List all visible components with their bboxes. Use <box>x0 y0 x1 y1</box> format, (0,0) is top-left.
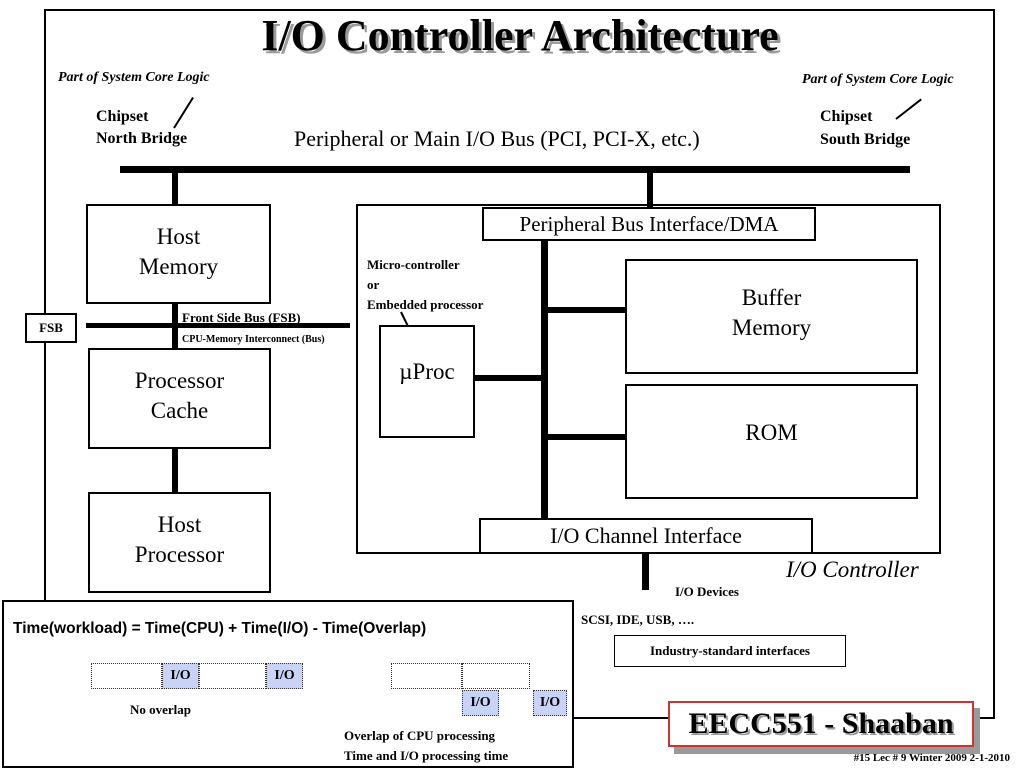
fsb-box: FSB <box>25 313 77 343</box>
north-chipset-label: Chipset <box>96 108 149 125</box>
south-bridge-label: South Bridge <box>820 131 911 148</box>
north-core-logic-label: Part of System Core Logic <box>58 70 210 85</box>
host-memory-line2: Memory <box>138 254 219 279</box>
host-processor-box: Host Processor <box>88 492 271 593</box>
micro-line3: Embedded processor <box>367 297 484 312</box>
no-overlap-cpu-segment-1 <box>91 663 162 689</box>
io-devices-link <box>642 554 649 590</box>
io-devices-label: I/O Devices <box>675 584 739 599</box>
page-title: I/O Controller Architecture <box>261 11 779 60</box>
micro-line2: or <box>367 277 380 292</box>
course-brand: EECC551 - Shaaban <box>668 701 974 747</box>
overlap-cpu-segment-2 <box>462 663 530 689</box>
north-bridge-label: North Bridge <box>96 130 188 147</box>
fsb-label: Front Side Bus (FSB) <box>182 310 301 325</box>
bus-to-controller <box>647 170 653 208</box>
buffer-line2: Memory <box>731 315 812 340</box>
host-processor-line2: Processor <box>134 542 225 567</box>
cache-to-processor-link <box>172 449 178 493</box>
uproc-box: µProc <box>379 325 475 438</box>
micro-controller-label: Micro-controller or Embedded processor <box>367 255 483 315</box>
overlap-line1: Overlap of CPU processing <box>344 728 496 743</box>
buffer-memory-box: Buffer Memory <box>625 259 918 374</box>
overlap-io-segment-1: I/O <box>462 690 499 716</box>
micro-line1: Micro-controller <box>367 257 460 272</box>
host-memory-line1: Host <box>156 224 201 249</box>
bus-to-buffer <box>545 307 626 313</box>
processor-cache-box: Processor Cache <box>88 348 271 449</box>
bus-to-uproc <box>475 375 545 381</box>
bus-to-host-memory <box>172 170 178 204</box>
fsb-sub-label: CPU-Memory Interconnect (Bus) <box>182 334 325 345</box>
overlap-io-segment-2: I/O <box>533 690 567 716</box>
front-side-bus <box>86 323 350 328</box>
no-overlap-label: No overlap <box>130 702 192 717</box>
rom-box: ROM <box>625 384 918 499</box>
south-core-logic-label: Part of System Core Logic <box>802 72 954 87</box>
host-memory-box: Host Memory <box>86 204 271 304</box>
no-overlap-cpu-segment-2 <box>199 663 266 689</box>
buffer-line1: Buffer <box>741 285 802 310</box>
io-channel-interface-box: I/O Channel Interface <box>479 518 813 554</box>
bus-to-rom <box>545 434 626 440</box>
processor-cache-line1: Processor <box>134 368 225 393</box>
overlap-line2: Time and I/O processing time <box>344 748 509 763</box>
no-overlap-io-segment-2: I/O <box>266 663 303 689</box>
processor-cache-line2: Cache <box>150 398 209 423</box>
industry-standard-box: Industry-standard interfaces <box>614 635 846 667</box>
interfaces-list: SCSI, IDE, USB, …. <box>581 612 695 627</box>
slide-footer: #15 Lec # 9 Winter 2009 2-1-2010 <box>853 752 1010 764</box>
no-overlap-io-segment-1: I/O <box>162 663 199 689</box>
workload-equation: Time(workload) = Time(CPU) + Time(I/O) -… <box>13 620 427 637</box>
bus-label: Peripheral or Main I/O Bus (PCI, PCI-X, … <box>294 126 700 151</box>
overlap-label: Overlap of CPU processing Time and I/O p… <box>344 726 508 766</box>
host-processor-line1: Host <box>157 512 202 537</box>
peripheral-bus-interface-box: Peripheral Bus Interface/DMA <box>482 207 816 241</box>
main-io-bus <box>120 166 910 173</box>
overlap-cpu-segment-1 <box>391 663 462 689</box>
south-chipset-label: Chipset <box>820 108 873 125</box>
io-controller-label: I/O Controller <box>786 557 919 582</box>
